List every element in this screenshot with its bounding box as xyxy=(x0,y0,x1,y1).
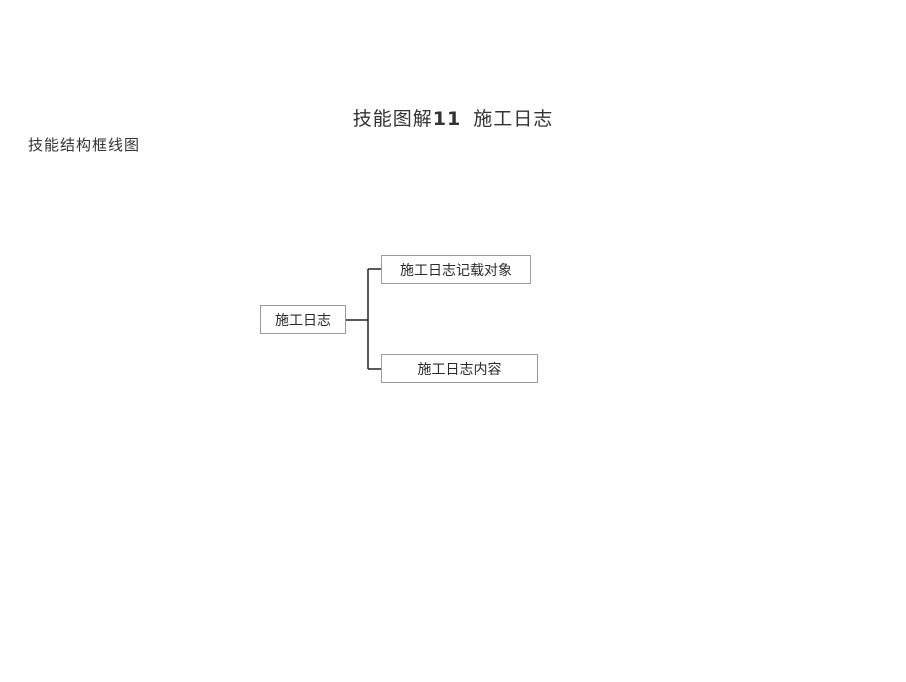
node-child-label: 施工日志内容 xyxy=(417,361,502,378)
node-child-content: 施工日志内容 xyxy=(381,354,538,383)
node-root-label: 施工日志 xyxy=(275,312,331,329)
title-number: 11 xyxy=(432,108,462,130)
page-title: 技能图解11 施工日志 xyxy=(0,104,906,131)
title-main: 技能图解 xyxy=(352,108,433,130)
node-root: 施工日志 xyxy=(260,305,346,334)
diagram-subtitle: 技能结构框线图 xyxy=(28,136,141,154)
node-child-record-object: 施工日志记载对象 xyxy=(381,255,531,284)
node-child-label: 施工日志记载对象 xyxy=(400,262,512,279)
title-topic: 施工日志 xyxy=(473,108,554,130)
